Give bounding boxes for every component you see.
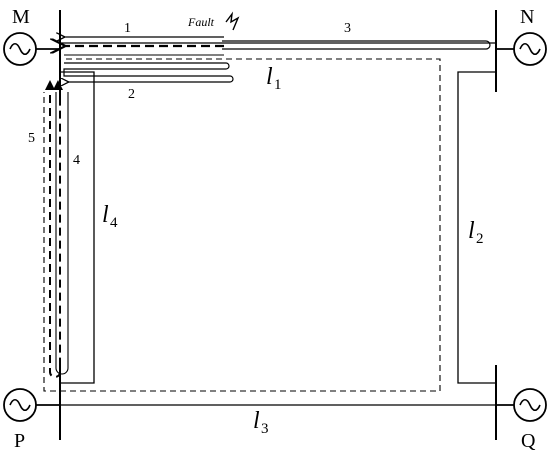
generator-M (3, 32, 60, 66)
path-label-4: 4 (73, 153, 80, 168)
svg-text:l: l (102, 202, 109, 228)
bus-label-Q: Q (521, 430, 536, 452)
fault-lightning-icon (225, 11, 240, 31)
fault-label: Fault (187, 15, 215, 29)
bus-label-P: P (14, 430, 25, 452)
line-l2 (457, 71, 496, 384)
generator-Q (496, 388, 547, 422)
svg-text:2: 2 (476, 231, 484, 247)
line-label-l4: l 4 (102, 202, 118, 231)
path-3 (222, 40, 491, 50)
path-label-3: 3 (344, 21, 351, 36)
svg-text:3: 3 (261, 421, 269, 437)
path-5 (49, 95, 61, 378)
path-4 (55, 92, 69, 375)
line-l4 (60, 71, 95, 384)
svg-text:l: l (266, 64, 273, 90)
bus-label-M: M (12, 6, 30, 28)
path-2 (64, 62, 234, 82)
svg-text:l: l (253, 408, 260, 434)
line-label-l3: l 3 (253, 408, 269, 437)
svg-text:l: l (468, 218, 475, 244)
generator-P (3, 388, 60, 422)
svg-text:4: 4 (110, 215, 118, 231)
path-label-1: 1 (124, 21, 131, 36)
svg-text:1: 1 (274, 77, 282, 93)
path-label-2: 2 (128, 87, 135, 102)
path-5-arrowhead-left (45, 80, 55, 90)
generator-N (496, 32, 547, 66)
bus-label-N: N (520, 6, 534, 28)
path-5-arrowhead-right (53, 80, 63, 90)
line-label-l1: l 1 (266, 64, 282, 93)
dashed-ring-path (43, 58, 441, 392)
path-label-5: 5 (28, 131, 35, 146)
line-label-l2: l 2 (468, 218, 484, 247)
